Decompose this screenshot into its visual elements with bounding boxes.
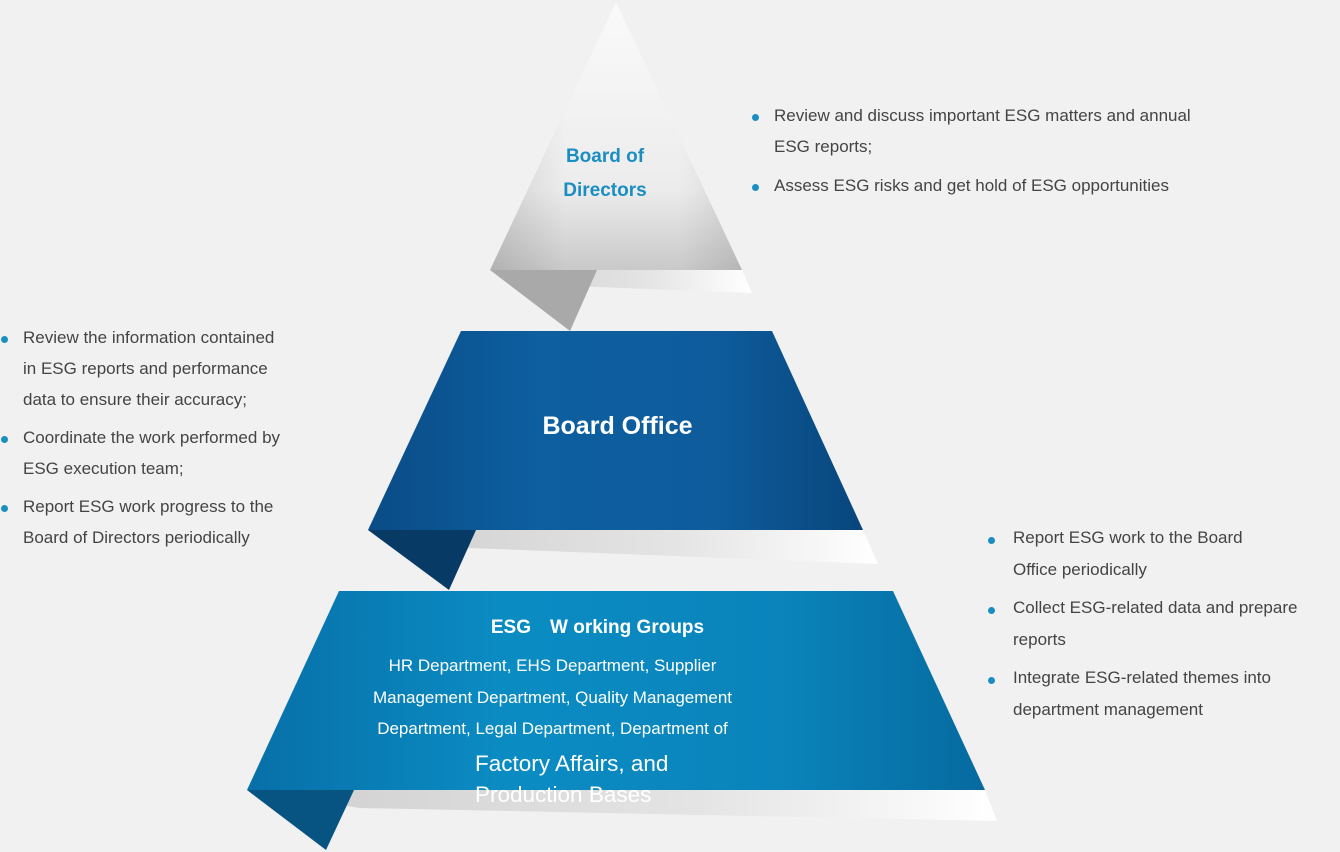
bullet-icon [752, 184, 759, 191]
list-item: Review and discuss important ESG matters… [752, 100, 1192, 162]
bottom-tier-shape [247, 591, 985, 790]
bullet-icon [1, 436, 8, 443]
bullet-icon [752, 114, 759, 121]
list-item: Assess ESG risks and get hold of ESG opp… [752, 170, 1192, 201]
bullet-icon [1, 505, 8, 512]
working-groups-duties: Report ESG work to the Board Office peri… [988, 522, 1328, 732]
bullet-icon [988, 607, 995, 614]
board-office-duties: Review the information contained in ESG … [0, 322, 290, 560]
list-item: Integrate ESG-related themes into depart… [988, 662, 1328, 725]
departments-text-large: Factory Affairs, and Production Bases [475, 750, 669, 808]
departments-text: HR Department, EHS Department, Supplier … [372, 656, 733, 738]
bullet-icon [988, 677, 995, 684]
list-item: Report ESG work to the Board Office peri… [988, 522, 1328, 585]
bullet-icon [1, 336, 8, 343]
board-of-directors-duties: Review and discuss important ESG matters… [752, 100, 1192, 209]
working-groups-title: ESG W orking Groups [490, 617, 705, 638]
bottom-tier-fold [247, 790, 354, 850]
middle-tier-shadow [368, 530, 878, 564]
list-item: Coordinate the work performed by ESG exe… [0, 422, 290, 484]
bullet-icon [988, 537, 995, 544]
board-of-directors-label: Board of Directors [563, 146, 647, 201]
list-item: Collect ESG-related data and prepare rep… [988, 592, 1328, 655]
list-item: Report ESG work progress to the Board of… [0, 491, 290, 553]
working-groups-departments: HR Department, EHS Department, Supplier … [350, 650, 755, 811]
middle-tier-fold [368, 530, 476, 590]
bottom-tier-shadow [247, 790, 997, 821]
board-office-label: Board Office [542, 412, 693, 440]
middle-tier-shape [368, 331, 863, 530]
list-item: Review the information contained in ESG … [0, 322, 290, 415]
top-tier-fold [490, 270, 597, 331]
